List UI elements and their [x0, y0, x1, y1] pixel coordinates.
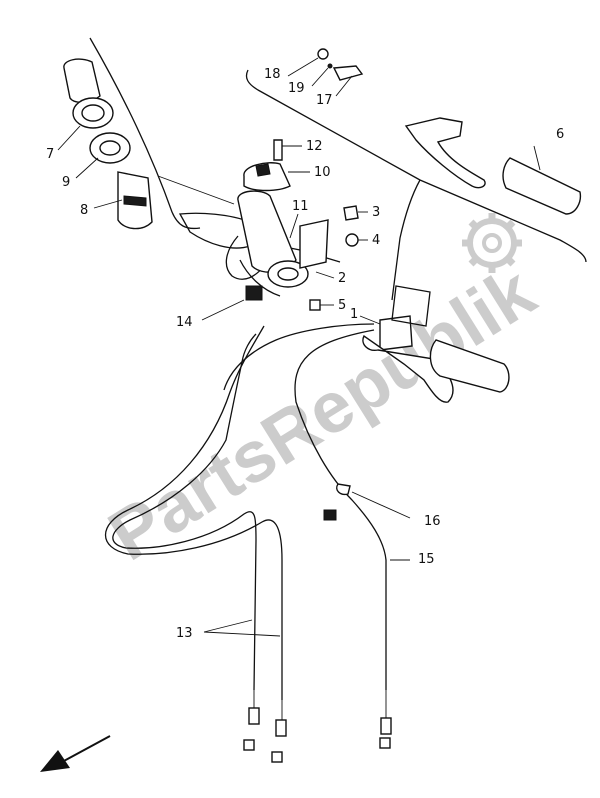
callout-6: 6 — [556, 127, 564, 142]
callout-13: 13 — [176, 626, 193, 641]
grip-collar — [89, 132, 131, 164]
callout-9: 9 — [62, 175, 70, 190]
callout-4: 4 — [372, 233, 380, 248]
grip-left — [63, 58, 114, 129]
callout-10: 10 — [314, 165, 331, 180]
callout-5: 5 — [338, 298, 346, 313]
watermark-text: PartsRepublik — [95, 251, 549, 576]
callout-12: 12 — [306, 139, 323, 154]
callout-14: 14 — [176, 315, 193, 330]
cables — [104, 323, 392, 763]
callout-3: 3 — [372, 205, 380, 220]
callout-15: 15 — [418, 552, 435, 567]
callouts: 1 2 3 4 5 6 7 8 9 10 11 12 13 14 15 16 1… — [46, 67, 564, 641]
front-brake-lever — [362, 285, 510, 403]
fasteners — [245, 139, 359, 311]
watermark: PartsRepublik — [95, 251, 549, 576]
callout-17: 17 — [316, 93, 333, 108]
handlebar-right — [245, 69, 587, 301]
callout-2: 2 — [338, 271, 346, 286]
callout-8: 8 — [80, 203, 88, 218]
callout-11: 11 — [292, 199, 309, 214]
callout-1: 1 — [350, 307, 358, 322]
arrow-down-left-icon — [40, 735, 111, 772]
throttle-tube — [117, 171, 153, 230]
gear-icon — [462, 213, 522, 273]
leader-lines — [57, 57, 541, 637]
callout-16: 16 — [424, 514, 441, 529]
grip-right — [502, 157, 582, 215]
callout-7: 7 — [46, 147, 54, 162]
callout-19: 19 — [288, 81, 305, 96]
callout-18: 18 — [264, 67, 281, 82]
throttle-housing — [237, 162, 329, 288]
clutch-lever — [317, 48, 486, 189]
